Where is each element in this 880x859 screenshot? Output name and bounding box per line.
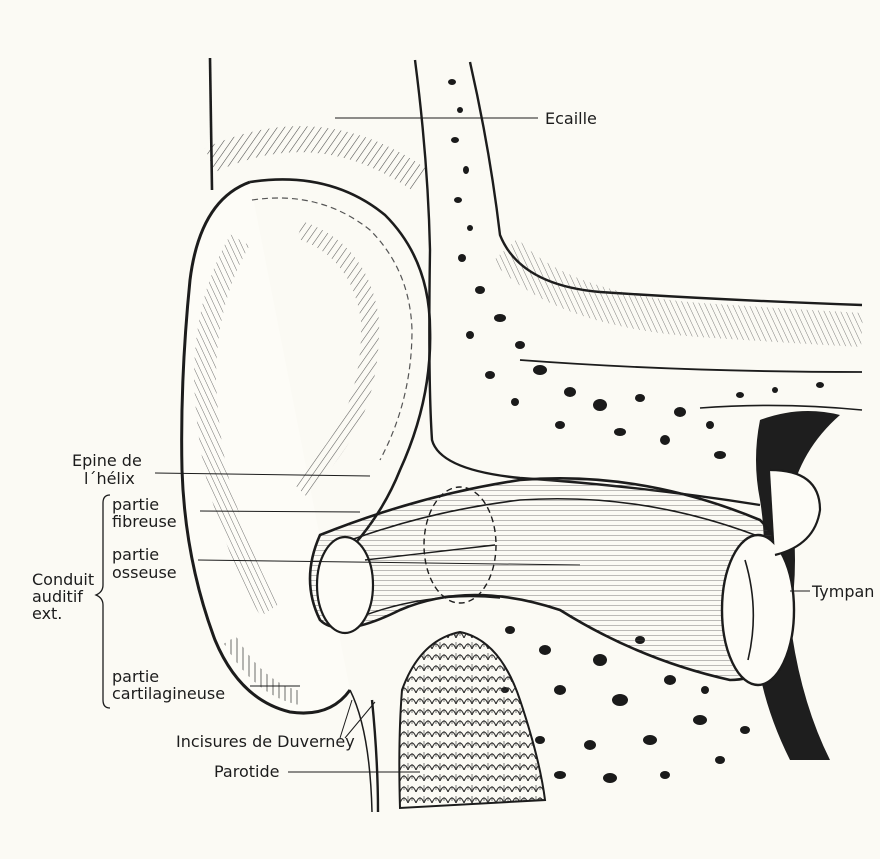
label-conduit-line3: ext. bbox=[32, 604, 62, 623]
label-incisures: Incisures de Duverney bbox=[176, 732, 355, 751]
label-parotide: Parotide bbox=[214, 762, 279, 781]
auricle bbox=[182, 179, 430, 713]
parotid-gland bbox=[399, 632, 545, 808]
label-epine-line1: Epine de bbox=[72, 451, 142, 470]
jaw-contour bbox=[372, 700, 378, 812]
label-cartilagineuse-line2: cartilagineuse bbox=[112, 684, 225, 703]
neck-contour bbox=[350, 690, 372, 812]
conduit-bracket bbox=[96, 495, 110, 708]
ear-canal bbox=[310, 478, 792, 680]
label-tympan: Tympan bbox=[811, 582, 874, 601]
label-epine-line2: l´hélix bbox=[84, 469, 135, 488]
label-ecaille: Ecaille bbox=[545, 109, 597, 128]
label-fibreuse-line2: fibreuse bbox=[112, 512, 177, 531]
label-osseuse-line2: osseuse bbox=[112, 563, 177, 582]
label-osseuse-line1: partie bbox=[112, 545, 159, 564]
